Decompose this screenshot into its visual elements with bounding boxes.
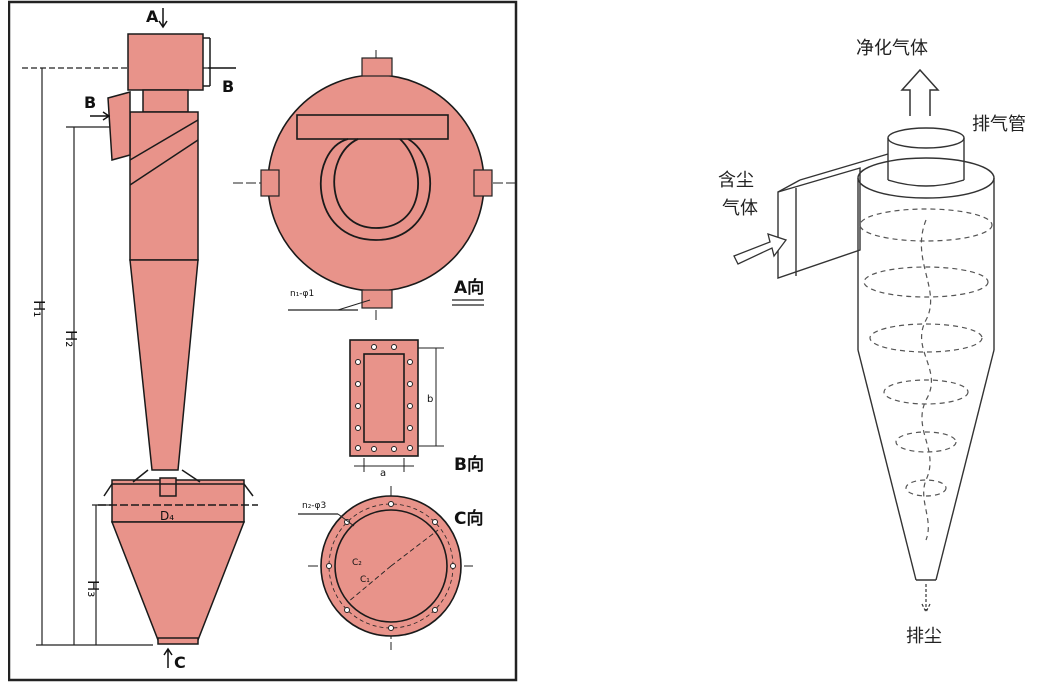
view-c-label: C向 xyxy=(454,508,483,529)
c2-label: C₂ xyxy=(352,558,362,568)
view-b-label: B向 xyxy=(454,454,484,475)
engineering-drawing-svg: H₁ H₂ H₃ D₄ A B B C xyxy=(8,0,518,682)
cyclone-outline xyxy=(777,127,995,581)
dust-hopper xyxy=(111,479,245,523)
flange-a-label: n₁-φ1 xyxy=(290,289,314,299)
h2-label: H₂ xyxy=(62,330,80,347)
dust-out-label: 排尘 xyxy=(906,626,942,647)
dim-b-label: b xyxy=(427,394,433,405)
b-side-arrow-icon xyxy=(90,111,111,121)
b-top-label: B xyxy=(222,77,234,96)
dust-out-arrow-icon xyxy=(921,584,931,614)
view-c-drawing xyxy=(298,486,473,650)
view-a-label: A向 xyxy=(454,277,484,298)
support-legs xyxy=(98,469,258,506)
top-outlet xyxy=(127,33,204,91)
cyclone-body xyxy=(107,33,246,645)
drawing-frame xyxy=(8,0,518,682)
d4-label: D₄ xyxy=(160,509,174,523)
cone-section xyxy=(129,259,199,471)
tangential-inlet xyxy=(107,91,131,161)
view-b-drawing xyxy=(349,339,444,472)
a-arrow-label: A xyxy=(146,7,159,26)
inlet-arrow-icon xyxy=(733,233,788,265)
h3-label: H₃ xyxy=(84,580,102,597)
b-side-label: B xyxy=(84,93,96,112)
dusty-gas-label-line2: 气体 xyxy=(722,198,758,219)
flow-sketch-svg: 净化气体 排气管 含尘 气体 排尘 xyxy=(718,38,1026,647)
a-arrow-icon xyxy=(158,8,168,29)
flange-c-label: n₂-φ3 xyxy=(302,501,326,511)
cyclone-engineering-drawing: H₁ H₂ H₃ D₄ A B B C xyxy=(8,0,518,682)
view-a-drawing xyxy=(233,50,518,320)
h1-label: H₁ xyxy=(30,300,48,317)
clean-gas-label: 净化气体 xyxy=(856,38,928,59)
up-arrow-icon xyxy=(900,68,940,116)
c-arrow-icon xyxy=(163,647,173,668)
cyclone-flow-sketch: 净化气体 排气管 含尘 气体 排尘 xyxy=(690,20,1050,680)
spiral-flow-lines xyxy=(859,208,993,541)
c-bottom-label: C xyxy=(174,653,186,672)
cylinder-section xyxy=(129,111,199,261)
exhaust-pipe-label: 排气管 xyxy=(972,114,1026,135)
dim-a-label: a xyxy=(380,468,386,479)
dusty-gas-label-line1: 含尘 xyxy=(718,170,754,191)
c1-label: C₁ xyxy=(360,575,370,585)
